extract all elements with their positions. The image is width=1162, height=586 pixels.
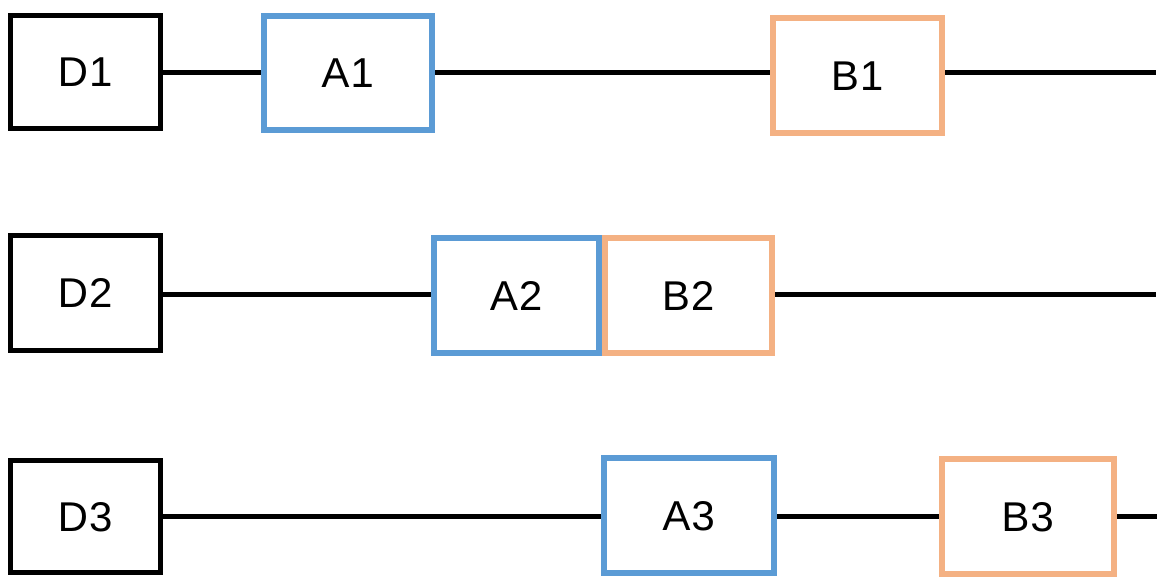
track-1-line <box>163 70 1156 75</box>
node-box-a3: A3 <box>601 455 777 576</box>
node-box-a1: A1 <box>261 13 435 133</box>
node-label: A2 <box>489 271 544 319</box>
node-box-a2: A2 <box>431 235 602 356</box>
node-label: B1 <box>830 51 885 99</box>
node-label: D2 <box>57 269 114 316</box>
node-box-d2: D2 <box>8 233 163 353</box>
node-box-d3: D3 <box>8 458 163 575</box>
node-box-b1: B1 <box>770 15 945 136</box>
node-box-d1: D1 <box>8 13 163 131</box>
node-label: A1 <box>321 49 375 96</box>
node-label: A3 <box>662 491 716 539</box>
node-label: B3 <box>1001 492 1055 540</box>
node-label: D1 <box>57 48 114 95</box>
node-box-b3: B3 <box>939 456 1117 577</box>
node-label: B2 <box>661 271 716 319</box>
node-box-b2: B2 <box>602 235 775 356</box>
node-label: D3 <box>57 492 114 540</box>
